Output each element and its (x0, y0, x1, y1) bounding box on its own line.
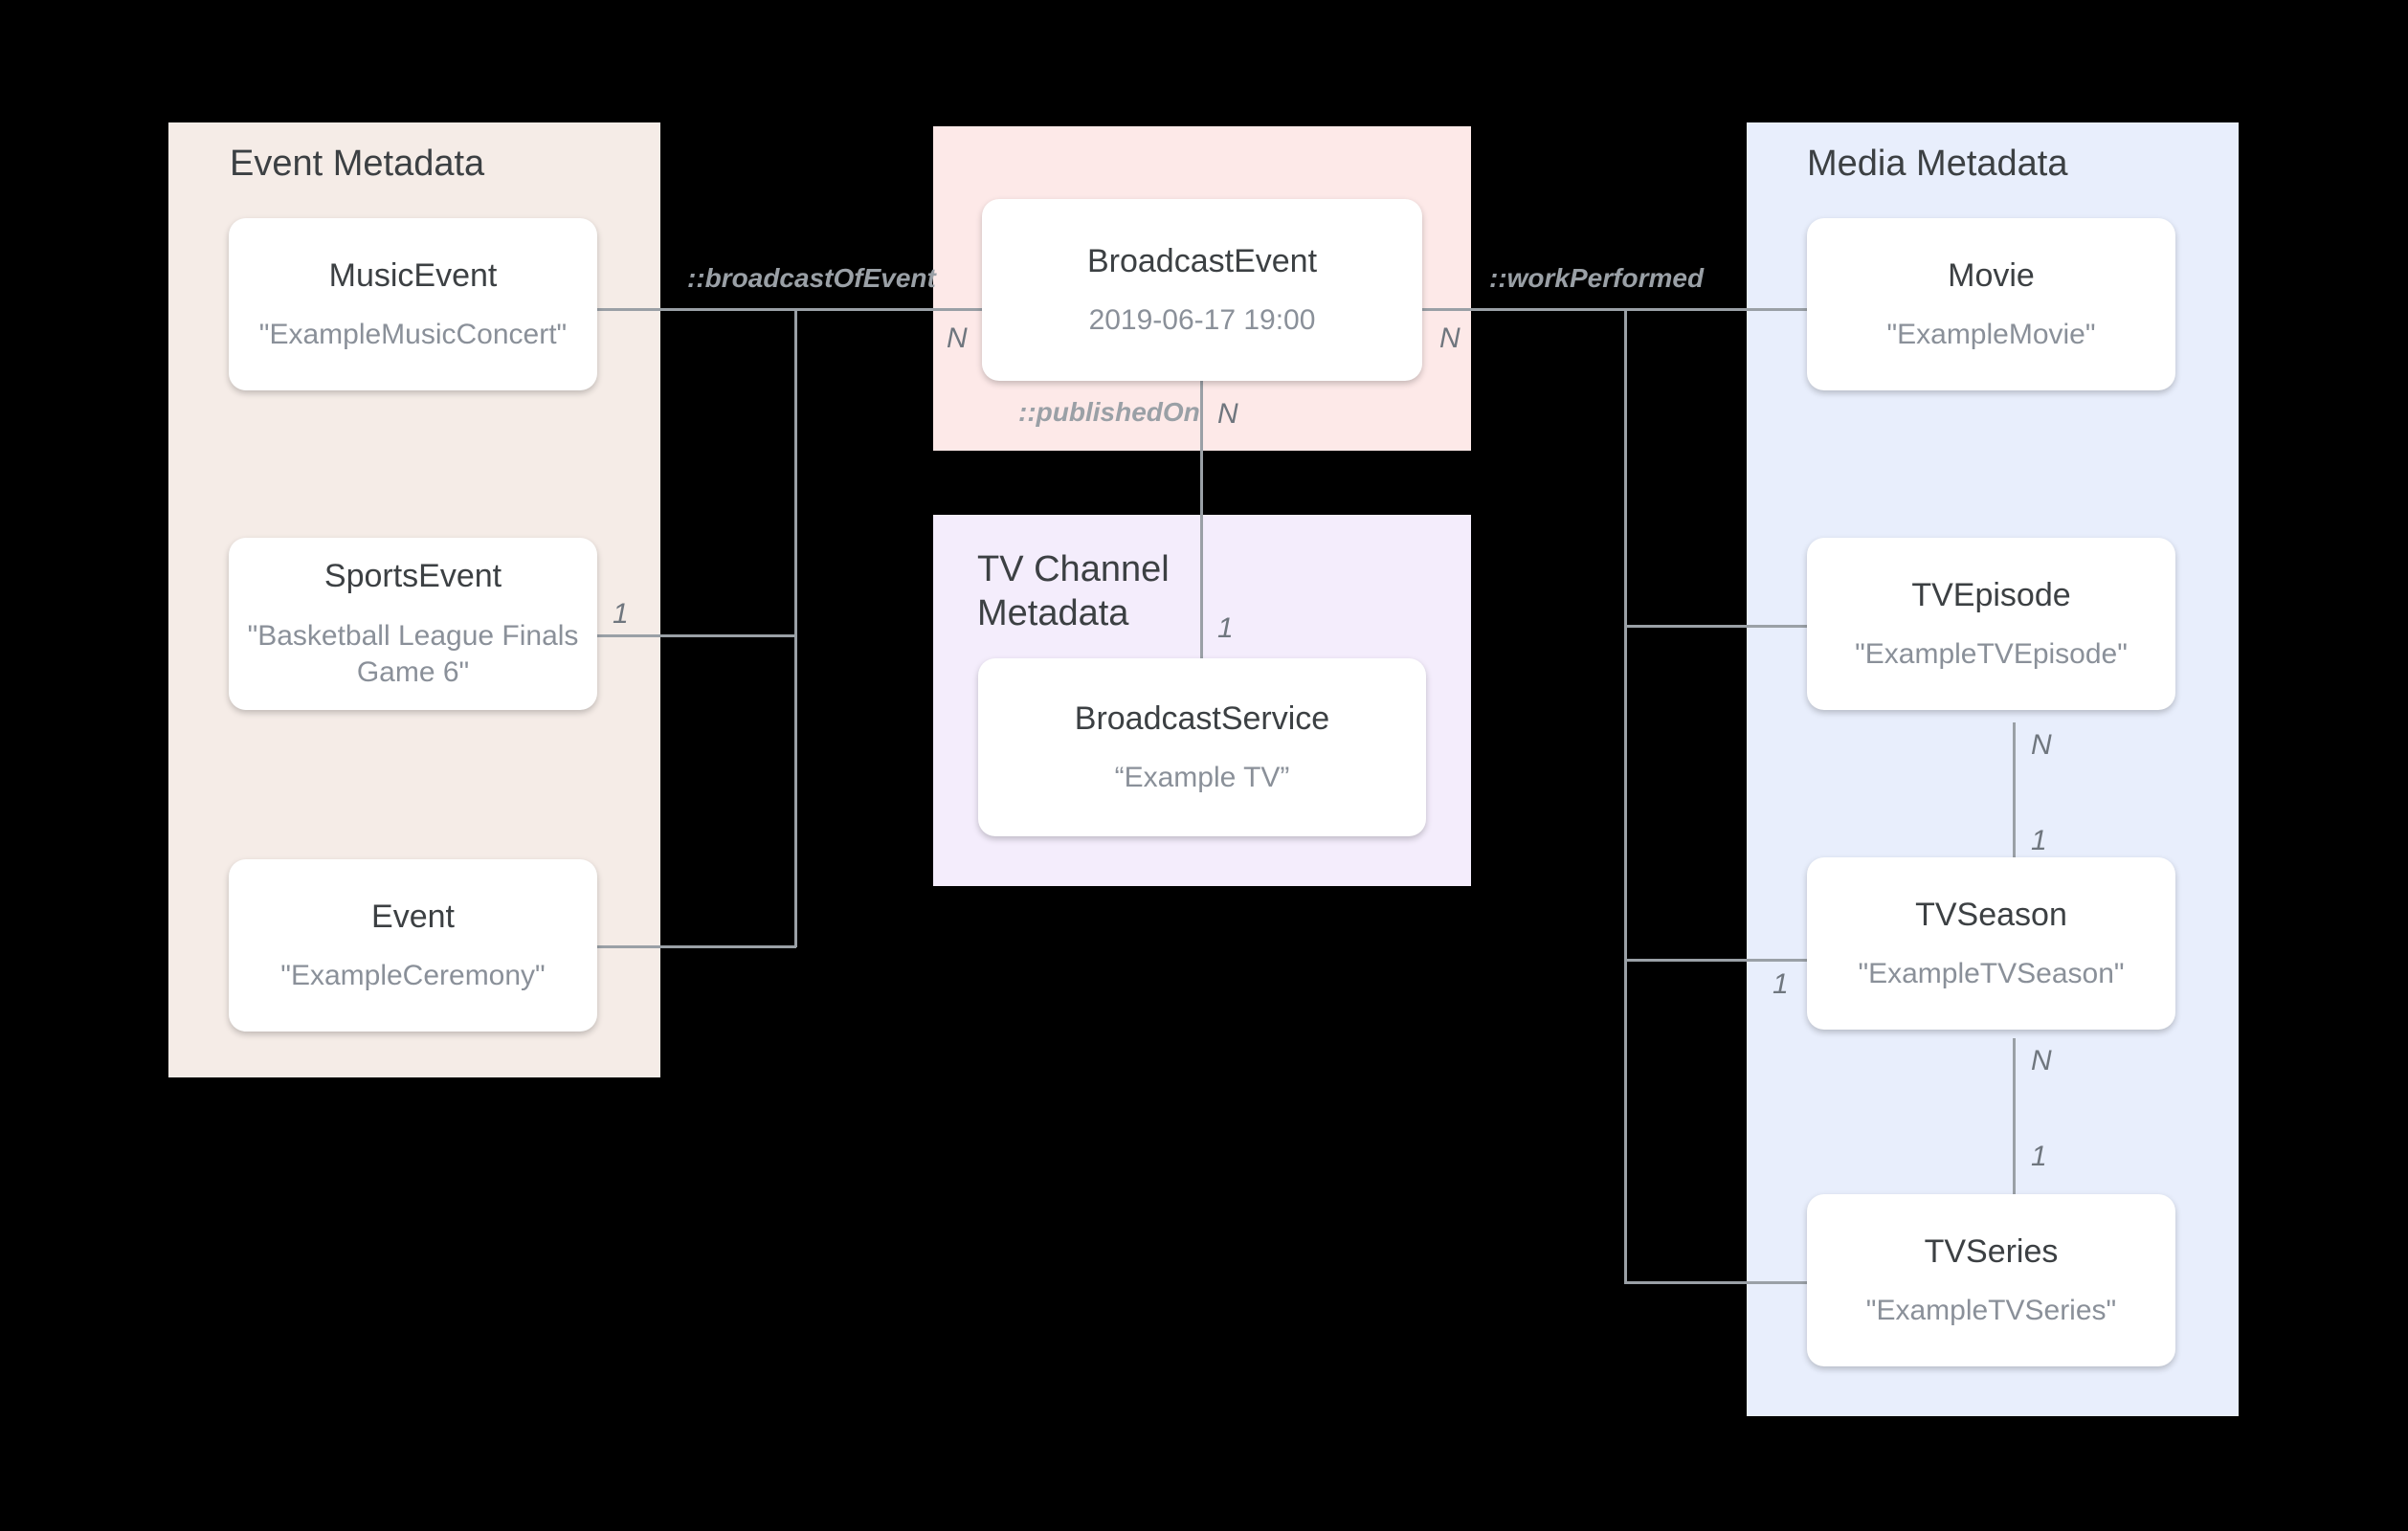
node-music-event-value: "ExampleMusicConcert" (258, 319, 568, 351)
node-event-value: "ExampleCeremony" (280, 960, 546, 992)
node-broadcast-event-value: 2019-06-17 19:00 (1088, 304, 1316, 337)
line-spine-to-tv-series (1624, 1281, 1816, 1284)
panel-event-metadata-title: Event Metadata (230, 144, 485, 184)
node-tv-series-value: "ExampleTVSeries" (1865, 1295, 2117, 1327)
line-sports-event-to-spine (597, 634, 796, 637)
node-sports-event[interactable]: SportsEvent "Basketball League Finals Ga… (229, 538, 597, 710)
node-movie-value: "ExampleMovie" (1886, 319, 2096, 351)
line-right-spine (1624, 308, 1627, 1284)
line-tv-season-to-tv-series (2013, 1038, 2016, 1210)
line-spine-to-tv-season (1624, 959, 1816, 962)
node-event[interactable]: Event "ExampleCeremony" (229, 859, 597, 1032)
panel-media-metadata-title: Media Metadata (1807, 144, 2068, 184)
relation-label-broadcast-of-event: ::broadcastOfEvent (687, 263, 936, 293)
node-music-event[interactable]: MusicEvent "ExampleMusicConcert" (229, 218, 597, 390)
cardinality-broadcast-event-left: N (947, 322, 968, 354)
line-tv-episode-to-tv-season (2013, 722, 2016, 895)
cardinality-broadcast-service: 1 (1217, 612, 1234, 644)
node-broadcast-event[interactable]: BroadcastEvent 2019-06-17 19:00 (982, 199, 1422, 381)
node-sports-event-type: SportsEvent (323, 558, 502, 595)
node-tv-episode[interactable]: TVEpisode "ExampleTVEpisode" (1807, 538, 2175, 710)
node-movie[interactable]: Movie "ExampleMovie" (1807, 218, 2175, 390)
node-broadcast-service-value: “Example TV” (1114, 762, 1290, 794)
panel-tv-channel-metadata-title: TV Channel Metadata (977, 549, 1170, 634)
cardinality-tv-season-n: N (2031, 1045, 2052, 1076)
cardinality-broadcast-event-right: N (1439, 322, 1460, 354)
cardinality-tv-episode-n: N (2031, 729, 2052, 761)
node-tv-season-value: "ExampleTVSeason" (1858, 958, 2125, 990)
node-music-event-type: MusicEvent (328, 256, 498, 294)
node-tv-season[interactable]: TVSeason "ExampleTVSeason" (1807, 857, 2175, 1030)
node-event-type: Event (371, 898, 455, 935)
node-tv-episode-type: TVEpisode (1911, 576, 2071, 613)
node-tv-season-type: TVSeason (1915, 896, 2067, 933)
node-broadcast-event-type: BroadcastEvent (1086, 242, 1318, 279)
node-tv-episode-value: "ExampleTVEpisode" (1855, 638, 2128, 671)
node-broadcast-service-type: BroadcastService (1074, 699, 1330, 737)
cardinality-tv-season-1: 1 (2031, 825, 2047, 856)
line-broadcast-event-to-right-spine (1422, 308, 1627, 311)
cardinality-published-on: N (1217, 398, 1238, 430)
line-spine-to-broadcast-event (794, 308, 982, 311)
line-spine-to-movie (1624, 308, 1816, 311)
node-tv-series[interactable]: TVSeries "ExampleTVSeries" (1807, 1194, 2175, 1366)
line-spine-to-tv-episode (1624, 625, 1816, 628)
line-left-spine (794, 308, 797, 947)
node-broadcast-service[interactable]: BroadcastService “Example TV” (978, 658, 1426, 836)
cardinality-tv-series-1: 1 (2031, 1141, 2047, 1172)
cardinality-sports-event: 1 (613, 598, 629, 630)
node-tv-series-type: TVSeries (1924, 1232, 2059, 1270)
line-event-to-spine (597, 945, 796, 948)
relation-label-work-performed: ::workPerformed (1489, 263, 1705, 293)
node-sports-event-value: "Basketball League Finals Game 6" (247, 619, 579, 689)
cardinality-tv-season-left-1: 1 (1773, 968, 1789, 1000)
line-music-event-to-spine (597, 308, 796, 311)
line-published-on (1200, 381, 1203, 658)
relation-label-published-on: ::publishedOn (1018, 397, 1200, 427)
node-movie-type: Movie (1948, 256, 2035, 294)
